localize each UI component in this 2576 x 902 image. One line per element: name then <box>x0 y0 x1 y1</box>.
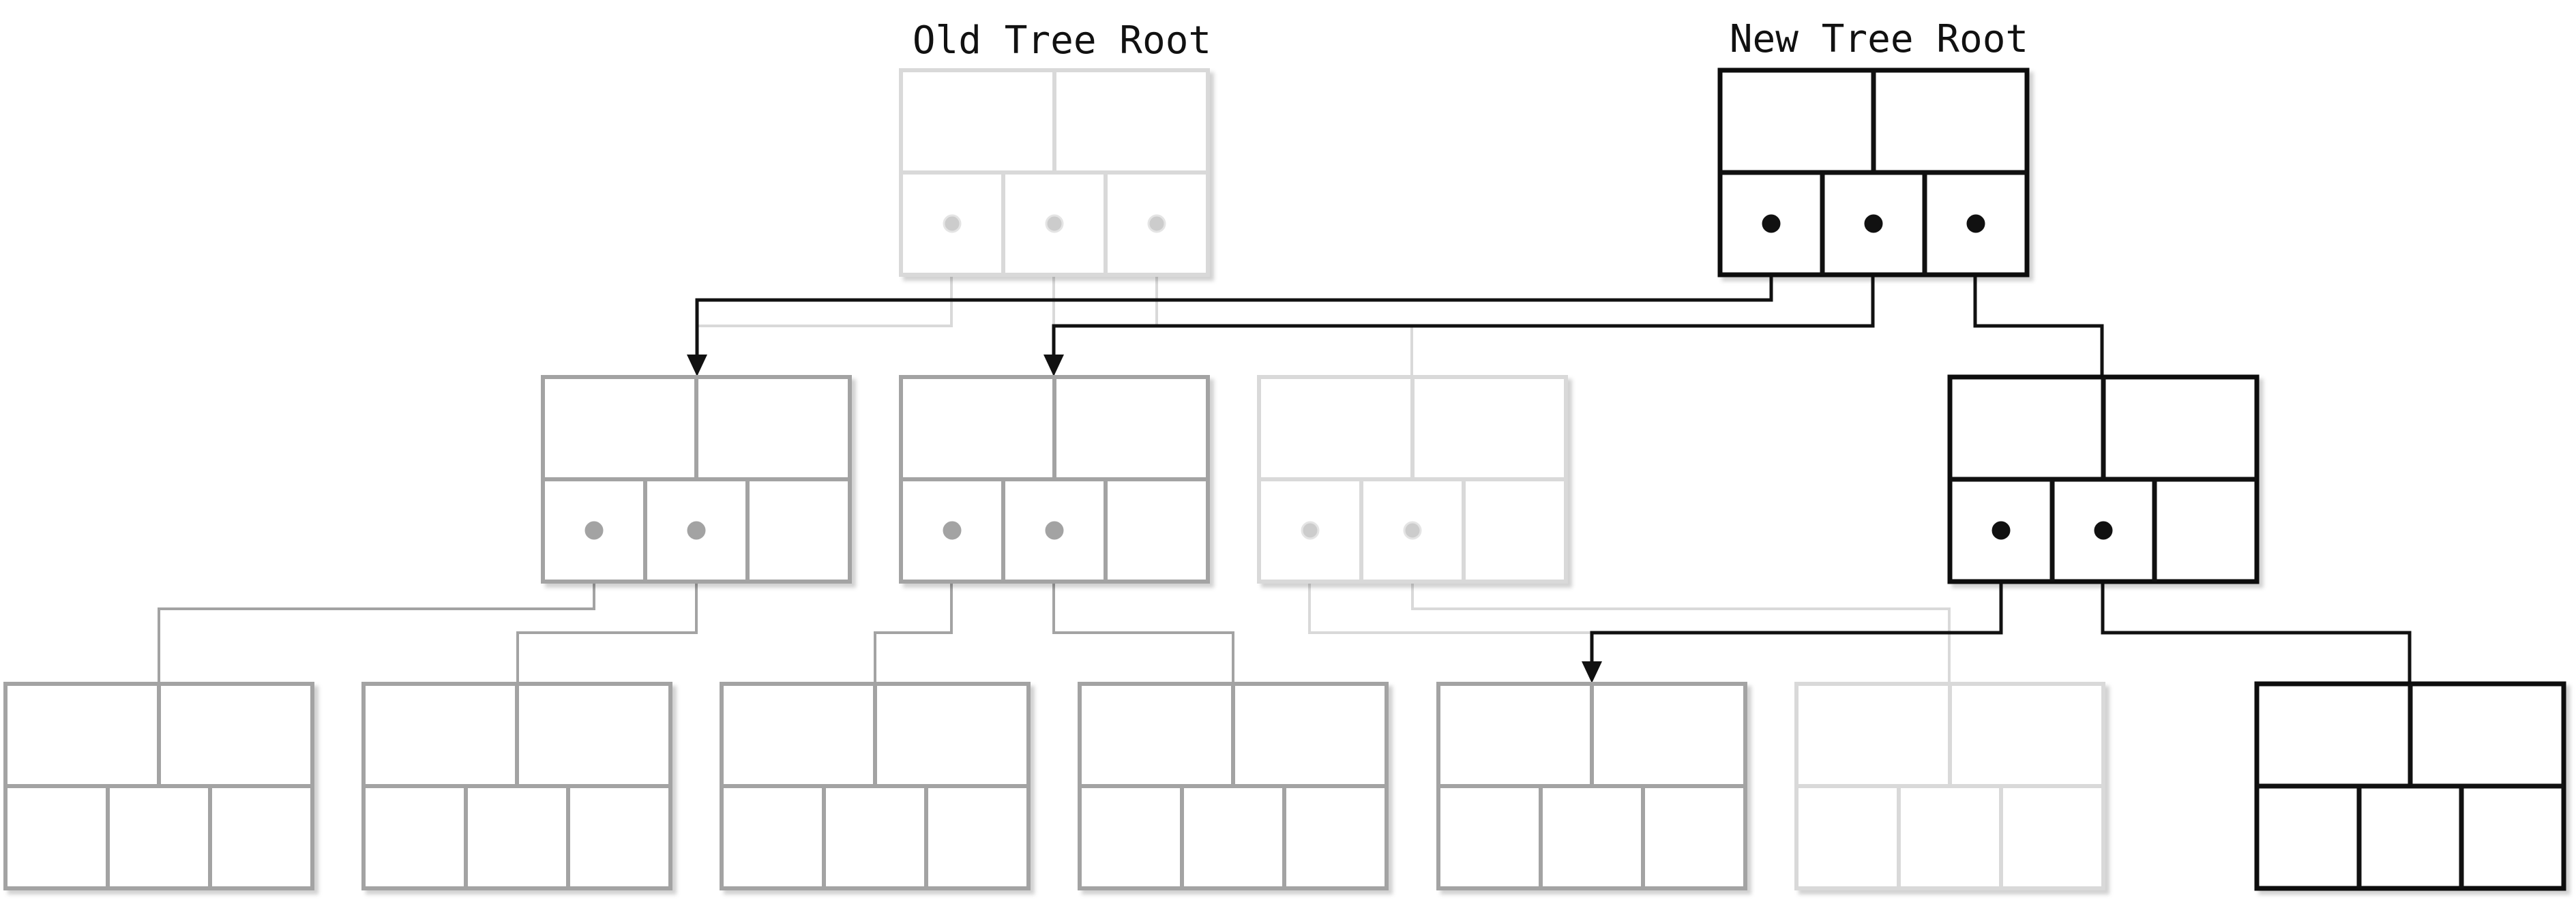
tree-nodes <box>3 67 2566 891</box>
new-root-node <box>1717 67 2030 277</box>
old-tree-root-label: Old Tree Root <box>913 18 1211 63</box>
leaf-node-2 <box>361 682 672 890</box>
new-root-edge-2-arrowhead <box>1043 355 1064 376</box>
leaf-node-5 <box>1436 682 1747 890</box>
old-root-node-pointer-dot-3 <box>1147 214 1166 233</box>
leaf-node-1 <box>3 682 314 890</box>
level1-node-3-stale <box>1257 375 1568 584</box>
level1-node-1-pointer-dot-1 <box>584 521 604 540</box>
new-root-node-pointer-dot-3 <box>1966 214 1985 233</box>
old-edge-a <box>158 530 595 683</box>
level1-node-3-stale-pointer-dot-1 <box>1301 521 1320 540</box>
new-root-edge-1-arrowhead <box>687 355 707 376</box>
new-node-edge-1-arrowhead <box>1582 661 1602 683</box>
level1-node-2 <box>899 375 1210 584</box>
old-root-node-pointer-dot-1 <box>943 214 962 233</box>
old-root-node-pointer-dot-2 <box>1045 214 1064 233</box>
old-root-node <box>899 68 1210 277</box>
level1-node-2-pointer-dot-2 <box>1045 521 1064 540</box>
new-root-node-pointer-dot-2 <box>1864 214 1883 233</box>
leaf-node-6-stale <box>1794 682 2105 890</box>
level1-node-4-new <box>1947 374 2260 584</box>
level1-node-3-stale-pointer-dot-2 <box>1403 521 1422 540</box>
leaf-node-4 <box>1078 682 1389 890</box>
level1-node-1-pointer-dot-2 <box>687 521 706 540</box>
new-root-node-pointer-dot-1 <box>1762 214 1781 233</box>
new-root-edge-1 <box>695 224 1773 360</box>
level1-node-4-new-pointer-dot-2 <box>2094 521 2113 540</box>
leaf-node-7-new <box>2254 681 2566 891</box>
level1-node-4-new-pointer-dot-1 <box>1992 521 2011 540</box>
leaf-node-3 <box>720 682 1031 890</box>
new-node-edge-1 <box>1590 530 2003 667</box>
level1-node-1 <box>541 375 852 584</box>
new-tree-root-label: New Tree Root <box>1730 17 2028 61</box>
level1-node-2-pointer-dot-1 <box>943 521 962 540</box>
